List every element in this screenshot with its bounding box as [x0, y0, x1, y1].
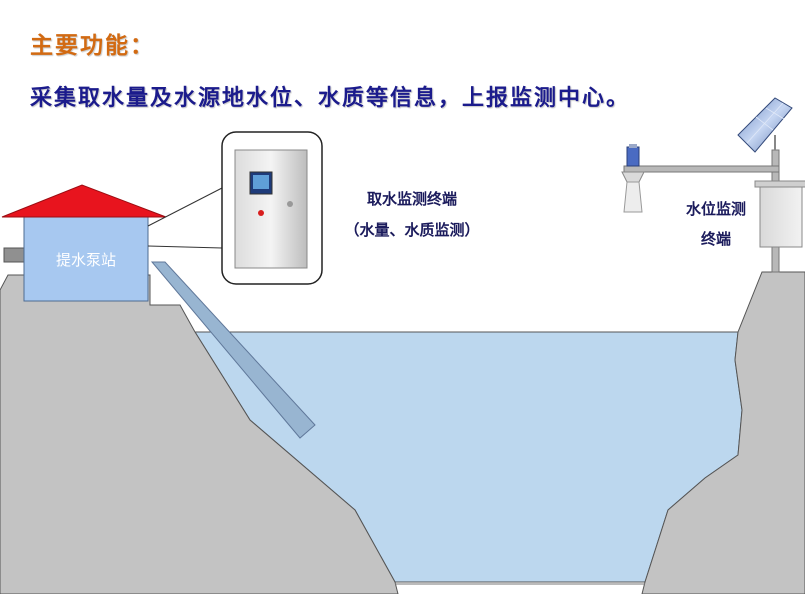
subtitle: 采集取水量及水源地水位、水质等信息，上报监测中心。	[30, 86, 631, 111]
level-terminal-box	[759, 184, 803, 248]
level-terminal-label-2: 终端	[701, 230, 731, 248]
intake-terminal-cabinet	[234, 149, 308, 269]
cabinet-lock	[287, 201, 293, 207]
sensor-arm	[623, 165, 780, 173]
pump-station-body	[23, 216, 149, 302]
heading: 主要功能：	[30, 33, 155, 59]
level-terminal-cap	[754, 180, 805, 188]
intake-terminal-label-2: （水量、水质监测）	[344, 221, 479, 239]
radar-level-sensor-icon	[621, 144, 645, 213]
right-bank	[641, 271, 805, 594]
intake-pipe	[150, 261, 316, 439]
level-terminal-label-1: 水位监测	[686, 200, 746, 218]
outlet-pipe	[3, 247, 27, 263]
pump-station-label: 提水泵站	[56, 251, 116, 269]
pump-station-roof	[1, 184, 167, 218]
cabinet-screen	[253, 175, 269, 189]
solar-panel-icon	[737, 97, 793, 153]
cabinet-indicator	[258, 210, 264, 216]
intake-terminal-label-1: 取水监测终端	[367, 190, 457, 208]
